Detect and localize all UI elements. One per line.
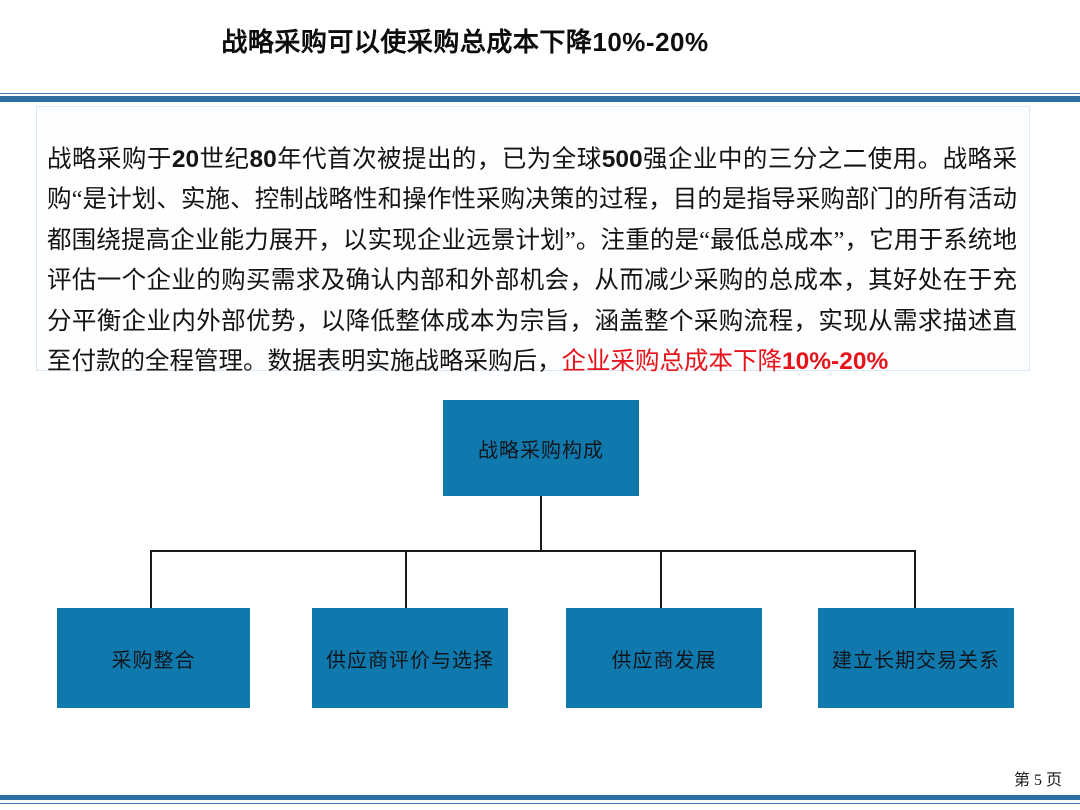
text-segment-2-bold: 20	[171, 145, 200, 173]
text-segment-7: 强企业中的三分之二使用。战略采购“是计划、实施、控制战略性和操作性采购决策的过程…	[47, 145, 1018, 376]
connector-drop-1	[150, 550, 152, 608]
text-segment-4-bold: 80	[249, 145, 277, 173]
org-node-root[interactable]: 战略采购构成	[443, 400, 639, 496]
connector-drop-4	[914, 550, 916, 608]
org-node-child-4[interactable]: 建立长期交易关系	[818, 608, 1014, 708]
text-highlight-red: 企业采购总成本下降	[561, 348, 783, 375]
page-title: 战略采购可以使采购总成本下降10%-20%	[221, 27, 709, 57]
footer-divider-thick	[0, 795, 1080, 800]
body-paragraph: 战略采购于20世纪80年代首次被提出的，已为全球500强企业中的三分之二使用。战…	[47, 140, 1017, 383]
connector-drop-2	[405, 550, 407, 608]
body-text-panel: 战略采购于20世纪80年代首次被提出的，已为全球500强企业中的三分之二使用。战…	[36, 106, 1030, 375]
connector-horizontal-bus	[150, 550, 916, 552]
text-segment-3: 世纪	[199, 145, 250, 173]
connector-root-stem	[540, 496, 542, 552]
header-divider-thin	[0, 93, 1080, 94]
org-node-child-1[interactable]: 采购整合	[57, 608, 250, 708]
org-node-child-3[interactable]: 供应商发展	[566, 608, 762, 708]
footer-divider-thin	[0, 803, 1080, 804]
header-divider-thick	[0, 96, 1080, 102]
text-segment-5: 年代首次被提出的，已为全球	[276, 145, 602, 173]
org-node-child-2[interactable]: 供应商评价与选择	[312, 608, 508, 708]
page-number: 第 5 页	[1013, 772, 1062, 789]
text-segment-6-bold: 500	[601, 145, 643, 173]
connector-drop-3	[660, 550, 662, 608]
text-segment-1: 战略采购于	[47, 145, 172, 173]
text-highlight-red-bold: 10%-20%	[782, 348, 889, 375]
